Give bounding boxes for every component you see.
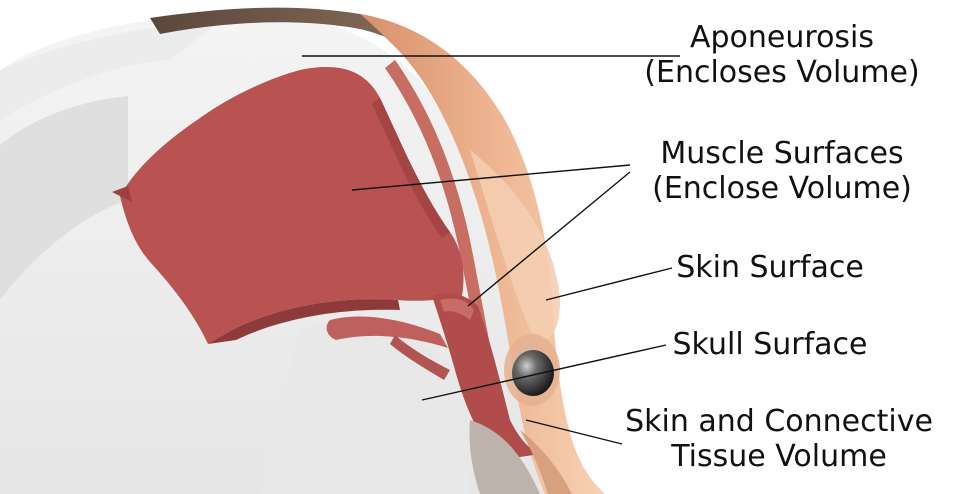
label-muscle-surfaces-line1: Muscle Surfaces <box>612 136 952 171</box>
label-aponeurosis-line1: Aponeurosis <box>612 20 952 55</box>
label-skin-connective-line2: Tissue Volume <box>606 439 952 474</box>
label-skull-surface: Skull Surface <box>640 327 900 362</box>
label-aponeurosis: Aponeurosis (Encloses Volume) <box>612 20 952 90</box>
label-aponeurosis-line2: (Encloses Volume) <box>612 55 952 90</box>
label-muscle-surfaces: Muscle Surfaces (Enclose Volume) <box>612 136 952 206</box>
label-skin-surface-line1: Skin Surface <box>640 250 900 285</box>
label-skull-surface-line1: Skull Surface <box>640 327 900 362</box>
label-skin-connective-line1: Skin and Connective <box>606 404 952 439</box>
label-muscle-surfaces-line2: (Enclose Volume) <box>612 171 952 206</box>
label-skin-connective-tissue: Skin and Connective Tissue Volume <box>606 404 952 474</box>
eyeball <box>512 350 554 396</box>
label-skin-surface: Skin Surface <box>640 250 900 285</box>
